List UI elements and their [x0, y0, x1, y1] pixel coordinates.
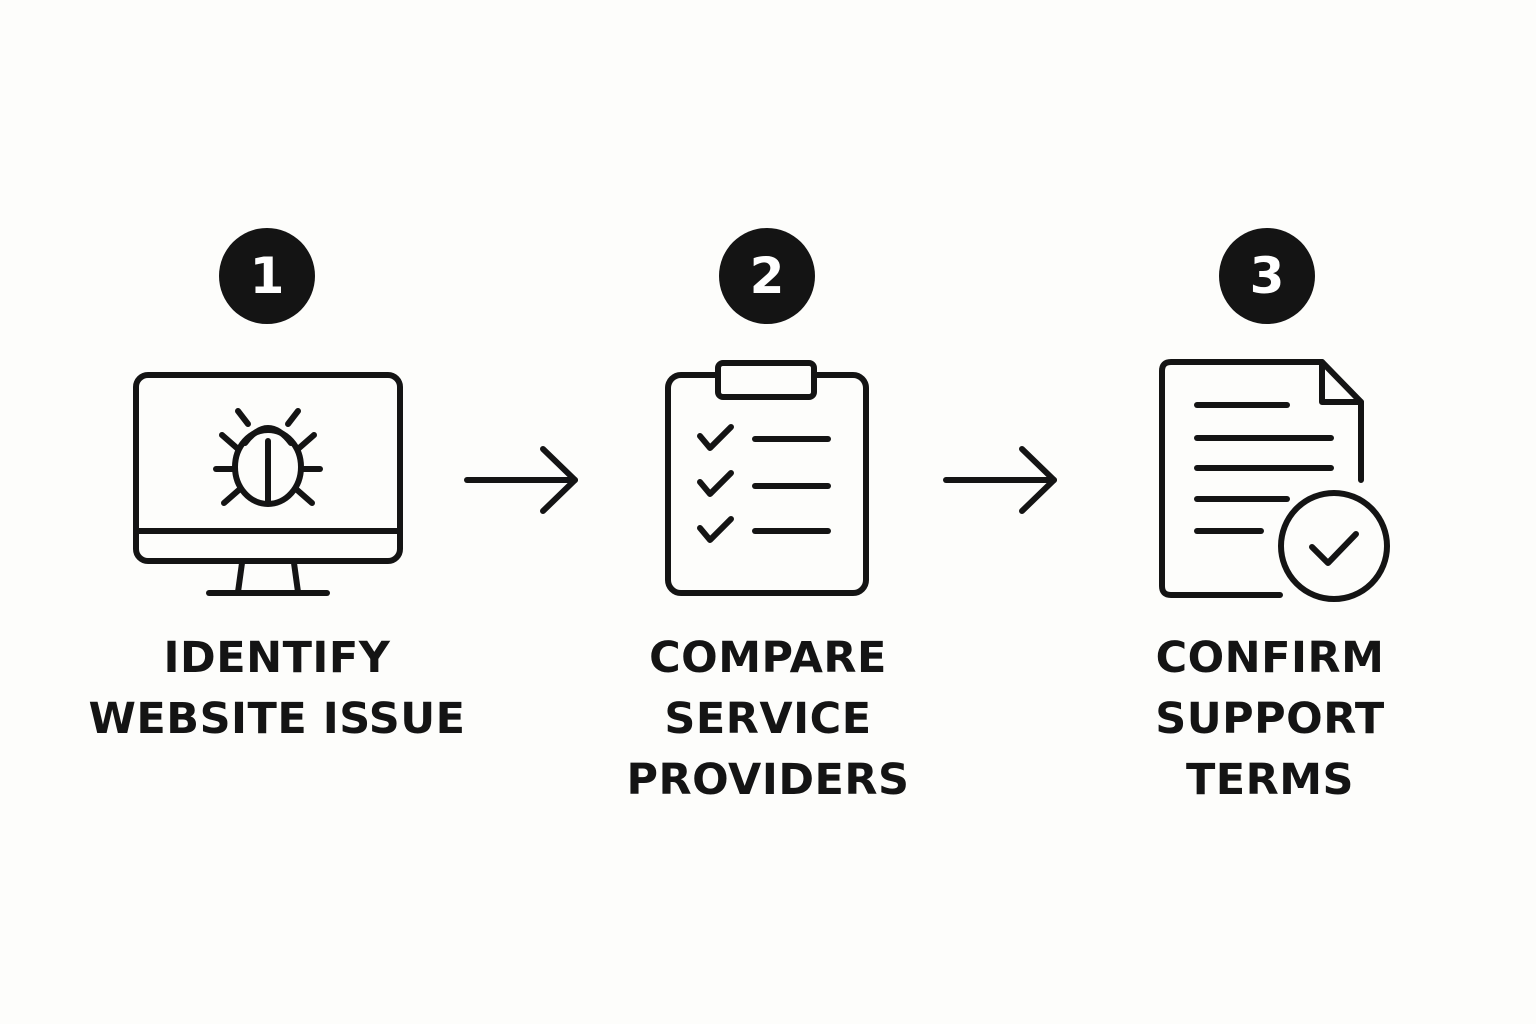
step-3-label-line-3: TERMS — [1185, 755, 1355, 805]
step-2-label-line-3: PROVIDERS — [626, 755, 910, 805]
step-1-label-line-1: IDENTIFY — [163, 633, 391, 683]
monitor-bug-icon — [133, 372, 403, 596]
clipboard-checklist-icon — [665, 360, 869, 596]
step-1-number: 1 — [249, 247, 285, 305]
arrow-right-icon — [943, 446, 1057, 514]
step-3-label-line-1: CONFIRM — [1155, 633, 1385, 683]
arrow-right-icon — [464, 446, 578, 514]
step-2-label: COMPARE SERVICE PROVIDERS — [558, 628, 978, 811]
document-check-icon — [1159, 359, 1390, 602]
step-1-number-badge: 1 — [219, 228, 315, 324]
step-1-label: IDENTIFY WEBSITE ISSUE — [67, 628, 487, 750]
step-3-number: 3 — [1249, 247, 1285, 305]
step-3-label: CONFIRM SUPPORT TERMS — [1060, 628, 1480, 811]
step-2-number: 2 — [749, 247, 785, 305]
step-1-label-line-2: WEBSITE ISSUE — [88, 694, 466, 744]
step-3-label-line-2: SUPPORT — [1155, 694, 1385, 744]
step-3-number-badge: 3 — [1219, 228, 1315, 324]
step-2-label-line-2: SERVICE — [664, 694, 872, 744]
step-2-label-line-1: COMPARE — [649, 633, 887, 683]
step-2-number-badge: 2 — [719, 228, 815, 324]
